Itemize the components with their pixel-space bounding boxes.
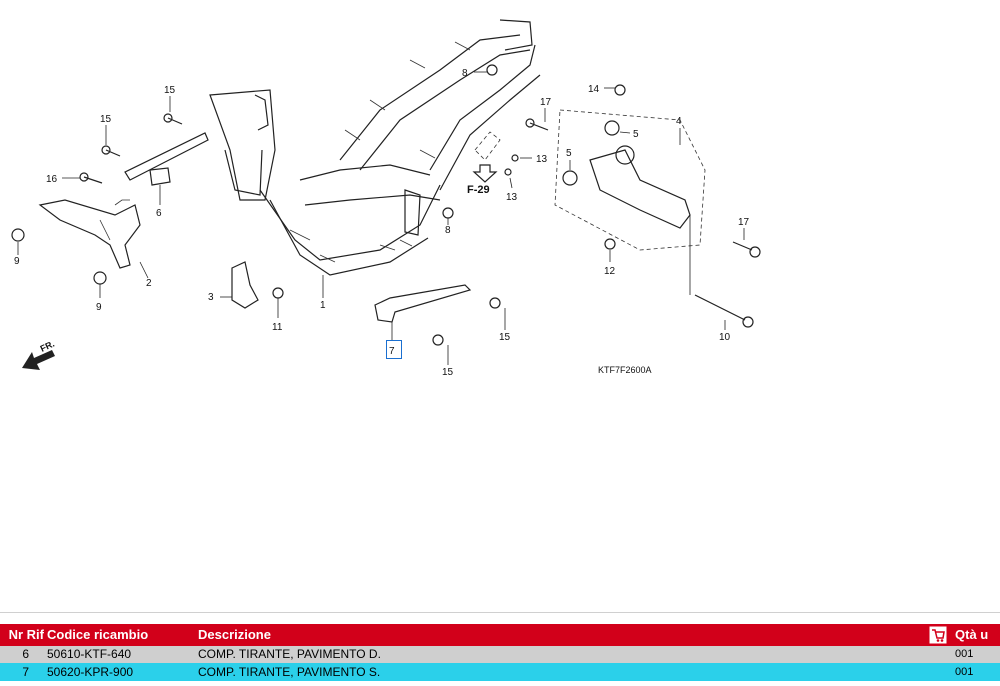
- callout-17b: 17: [738, 217, 750, 228]
- callout-15d: 15: [442, 367, 454, 378]
- callout-10: 10: [719, 332, 731, 343]
- callout-17a: 17: [540, 97, 552, 108]
- row-code: 50610-KTF-640: [47, 647, 132, 661]
- part-3-drawing: [231, 261, 259, 309]
- table-row[interactable]: 6 50610-KTF-640 COMP. TIRANTE, PAVIMENTO…: [0, 646, 1000, 663]
- row-qty: 001: [955, 648, 974, 660]
- parts-diagram: 1 2 3 4 5 5 6 7 8 8 9 9 10 11 12 13 13 1…: [11, 19, 761, 378]
- callout-16: 16: [46, 174, 58, 185]
- part-6-drawing: [124, 132, 209, 186]
- part-7-drawing: [374, 284, 472, 323]
- highlighted-callout-7[interactable]: [386, 340, 402, 359]
- header-qta[interactable]: Qtà u: [955, 627, 989, 642]
- callout-3: 3: [208, 292, 214, 303]
- callout-15c: 15: [499, 332, 511, 343]
- callout-9a: 9: [14, 256, 20, 267]
- callout-8a: 8: [462, 68, 468, 79]
- row-qty: 001: [955, 666, 974, 678]
- callout-14: 14: [588, 84, 600, 95]
- main-frame-drawing: [209, 19, 541, 276]
- header-nr-rif[interactable]: Nr Rif: [8, 627, 44, 642]
- callout-4: 4: [676, 116, 682, 127]
- parts-table: Nr Rif Codice ricambio Descrizione Qtà u…: [0, 624, 1000, 681]
- row-desc: COMP. TIRANTE, PAVIMENTO D.: [198, 647, 381, 661]
- callout-9b: 9: [96, 302, 102, 313]
- callout-1: 1: [320, 300, 326, 311]
- row-code: 50620-KPR-900: [47, 665, 134, 679]
- callout-13b: 13: [506, 192, 518, 203]
- direction-label: FR.: [39, 339, 56, 354]
- callout-6: 6: [156, 208, 162, 219]
- callout-13a: 13: [536, 154, 548, 165]
- callout-15b: 15: [100, 114, 112, 125]
- row-desc: COMP. TIRANTE, PAVIMENTO S.: [198, 665, 381, 679]
- ref-label-f29: F-29: [467, 184, 490, 196]
- table-header: Nr Rif Codice ricambio Descrizione Qtà u: [0, 624, 1000, 646]
- row-nr: 6: [22, 647, 29, 661]
- callout-5a: 5: [633, 129, 639, 140]
- section-divider: [0, 612, 1000, 613]
- part-4-drawing: [554, 109, 706, 251]
- callout-11: 11: [272, 322, 283, 333]
- header-codice-ricambio[interactable]: Codice ricambio: [47, 627, 149, 642]
- callout-5b: 5: [566, 148, 572, 159]
- bolts-drawing: [11, 64, 761, 346]
- diagram-code: KTF7F2600A: [598, 365, 652, 375]
- leader-lines: [17, 71, 745, 365]
- callout-15a: 15: [164, 85, 176, 96]
- header-descrizione[interactable]: Descrizione: [198, 627, 271, 642]
- part-2-drawing: [38, 199, 141, 269]
- callout-12: 12: [604, 266, 616, 277]
- callout-8b: 8: [445, 225, 451, 236]
- front-direction-arrow-icon: [22, 350, 55, 370]
- row-nr: 7: [22, 665, 29, 679]
- cart-icon[interactable]: [929, 626, 947, 644]
- callout-2: 2: [146, 278, 152, 289]
- callout-7: 7: [389, 346, 395, 357]
- table-row-selected[interactable]: 7 50620-KPR-900 COMP. TIRANTE, PAVIMENTO…: [0, 663, 1000, 681]
- callout-labels: 1 2 3 4 5 5 6 7 8 8 9 9 10 11 12 13 13 1…: [14, 68, 750, 378]
